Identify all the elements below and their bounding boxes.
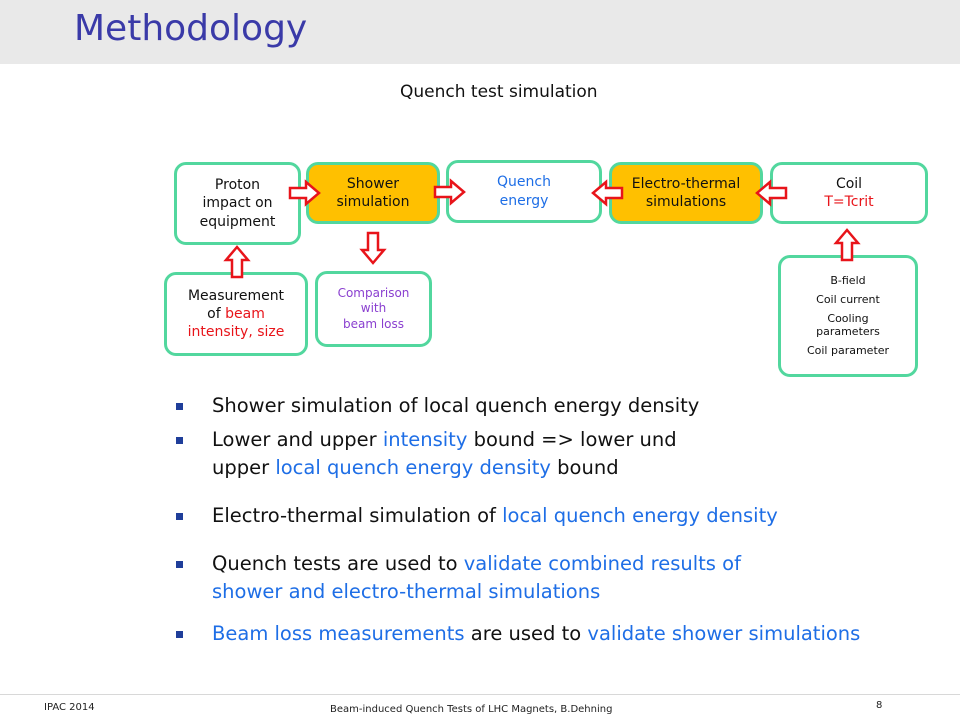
arrow-down-1-icon [359, 231, 387, 265]
quench-line-1: Quench [497, 174, 551, 191]
proton-line-1: Proton [214, 177, 261, 194]
footer-conference: IPAC 2014 [44, 702, 95, 713]
coil-line-1: Coil [835, 175, 863, 192]
bullet-marker [176, 631, 183, 638]
bullet-marker [176, 403, 183, 410]
bullet-4-text: Quench tests are used to validate combin… [212, 552, 741, 603]
quench-energy-box: Quench energy [446, 160, 602, 223]
arrow-left-2-icon [755, 179, 788, 207]
params-line-1: B-field [830, 274, 866, 288]
bullet-3-text: Electro-thermal simulation of local quen… [212, 504, 778, 527]
comparison-line-1: Comparison [337, 285, 410, 300]
measurement-line-2: of beam [207, 305, 265, 322]
bullet-1-text: Shower simulation of local quench energy… [212, 394, 700, 417]
coil-line-2: T=Tcrit [824, 194, 874, 210]
electro-line-1: Electro-thermal [631, 175, 741, 192]
electro-line-2: simulations [645, 194, 727, 210]
arrow-left-1-icon [591, 179, 624, 207]
proton-impact-box: Proton impact on equipment [174, 162, 301, 245]
bullet-marker [176, 437, 183, 444]
params-line-4: parameters [816, 325, 880, 339]
bullet-2-text: Lower and upper intensity bound => lower… [212, 428, 677, 479]
arrow-up-2-icon [833, 228, 861, 262]
arrow-right-2-icon [433, 178, 466, 206]
measurement-line-3: intensity, size [187, 324, 285, 341]
diagram-subtitle: Quench test simulation [400, 82, 598, 102]
params-line-2: Coil current [816, 292, 880, 306]
bullet-marker [176, 513, 183, 520]
arrow-right-1-icon [288, 179, 321, 207]
proton-line-2: impact on [202, 195, 273, 212]
proton-line-3: equipment [199, 213, 276, 230]
slide-title: Methodology [74, 8, 308, 49]
arrow-up-1-icon [223, 245, 251, 279]
page-number: 8 [876, 700, 883, 711]
header-band [0, 0, 960, 64]
bullet-marker [176, 561, 183, 568]
footer-title: Beam-induced Quench Tests of LHC Magnets… [330, 704, 613, 715]
quench-line-2: energy [499, 192, 549, 209]
bullet-5-text: Beam loss measurements are used to valid… [212, 622, 861, 645]
comparison-box: Comparison with beam loss [315, 271, 432, 347]
params-line-3: Cooling [827, 311, 869, 325]
parameters-box: B-field Coil current Cooling parameters … [778, 255, 918, 377]
shower-simulation-box: Shower simulation [306, 162, 440, 224]
measurement-line-1: Measurement [187, 287, 285, 304]
shower-line-1: Shower [346, 175, 400, 192]
comparison-line-3: beam loss [342, 316, 405, 331]
footer-divider [0, 694, 960, 695]
comparison-line-2: with [360, 301, 387, 316]
measurement-box: Measurement of beam intensity, size [164, 272, 308, 356]
params-line-5: Coil parameter [806, 344, 890, 358]
shower-line-2: simulation [336, 194, 410, 210]
electro-thermal-box: Electro-thermal simulations [609, 162, 763, 224]
coil-box: Coil T=Tcrit [770, 162, 928, 224]
